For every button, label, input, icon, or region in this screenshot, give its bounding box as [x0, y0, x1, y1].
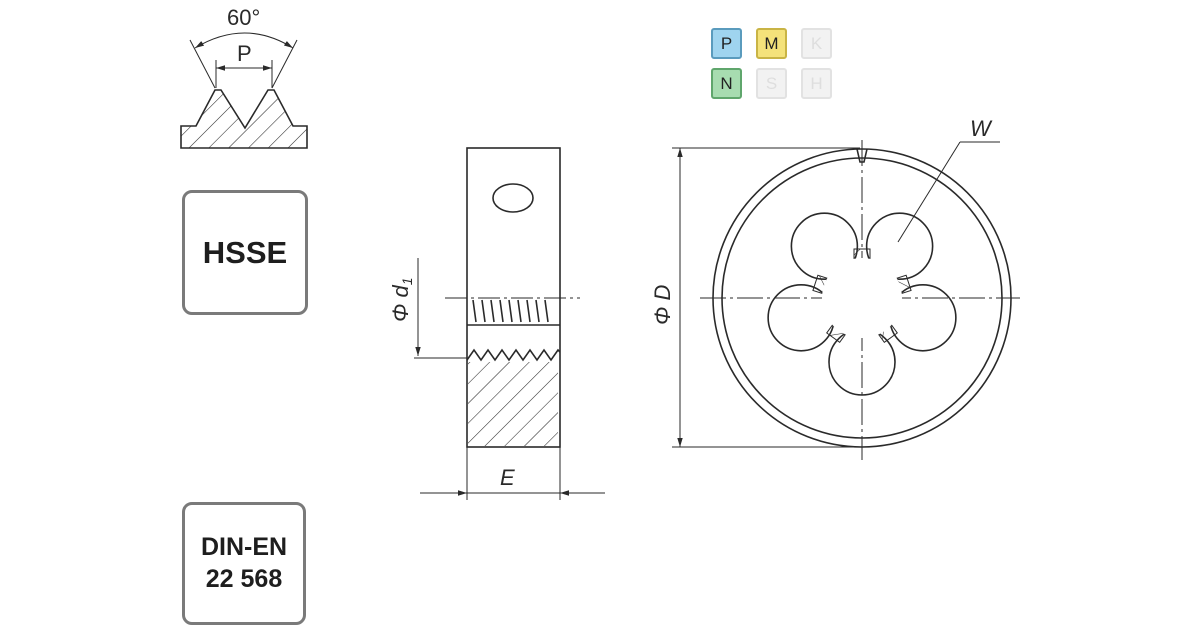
- slot-w-label: W: [970, 116, 993, 141]
- width-e-label: E: [500, 465, 515, 490]
- d1-label: Φ d1: [388, 277, 415, 322]
- material-group-s: S: [756, 68, 787, 99]
- diameter-d-label: Φ D: [650, 284, 675, 325]
- side-view: E Φ d1: [388, 147, 605, 500]
- pitch-label: P: [237, 41, 252, 66]
- front-view: Φ D W: [650, 116, 1020, 460]
- die-core: [822, 258, 902, 338]
- thread-profile: 60° P: [180, 5, 308, 149]
- material-group-h: H: [801, 68, 832, 99]
- material-group-p: P: [711, 28, 742, 59]
- cutting-lobes: [767, 212, 957, 396]
- material-group-k: K: [801, 28, 832, 59]
- standard-line1: DIN-EN: [200, 533, 288, 562]
- standard-box: DIN-EN 22 568: [182, 502, 306, 625]
- standard-line2: 22 568: [205, 564, 283, 593]
- material-group-m: M: [756, 28, 787, 59]
- thread-teeth-upper: [467, 299, 560, 326]
- angle-label: 60°: [227, 5, 260, 30]
- material-group-n: N: [711, 68, 742, 99]
- material-hsse-box: HSSE: [182, 190, 308, 315]
- material-label: HSSE: [202, 234, 288, 270]
